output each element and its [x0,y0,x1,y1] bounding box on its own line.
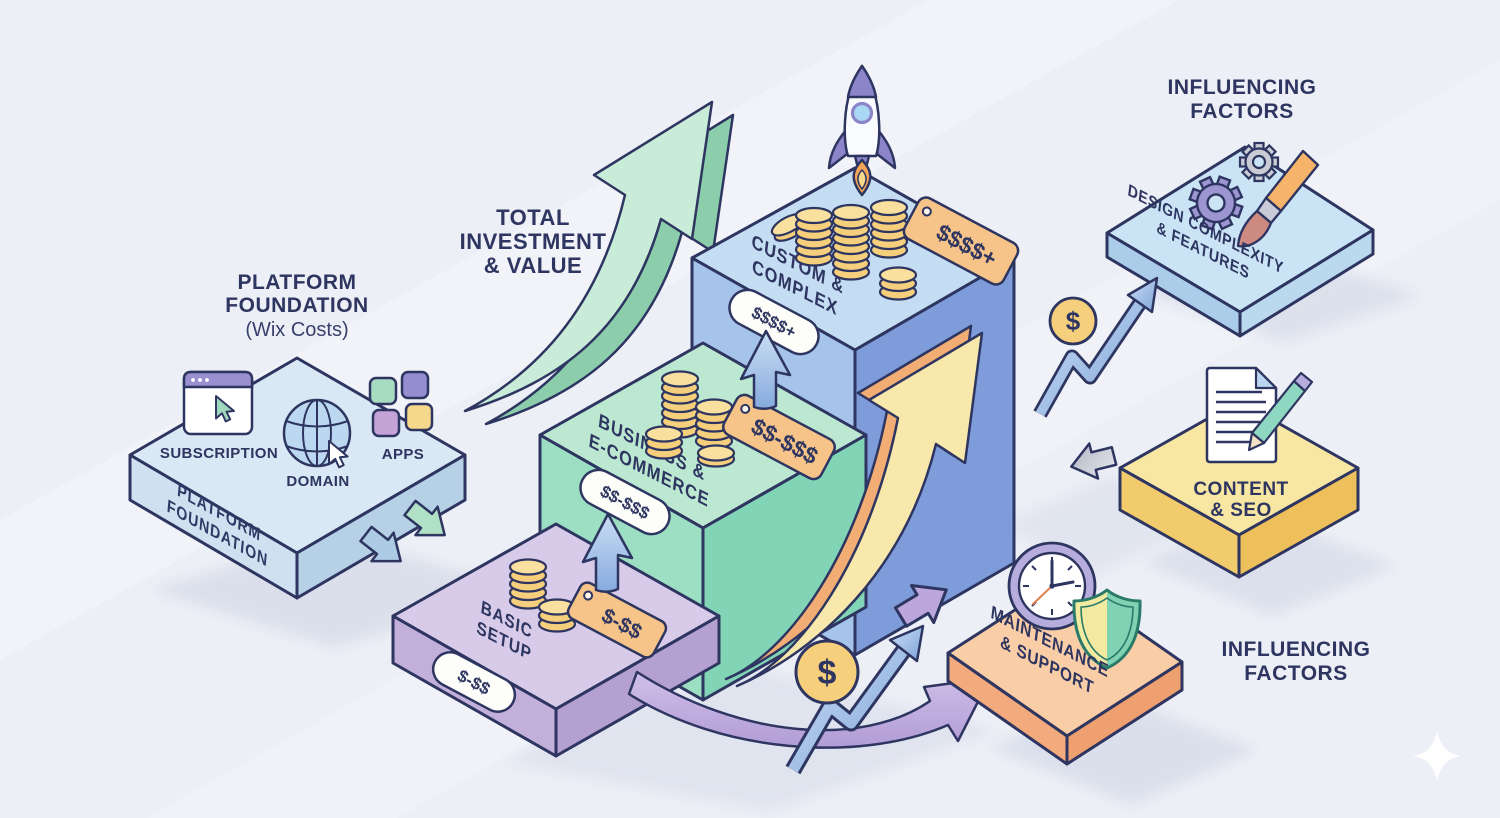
browser-window-icon [182,370,254,436]
influencing-top-line1: INFLUENCING [1168,76,1317,99]
maintenance-platform [946,577,1184,766]
platform-title-line1: PLATFORM [237,271,356,294]
paintbrush-icon [1236,149,1320,248]
apps-grid-icon [368,370,434,438]
influencing-top-line2: FACTORS [1190,100,1293,123]
total-investment-line2: INVESTMENT [460,229,607,254]
apps-label: APPS [382,446,424,463]
price-pill-basic: $-$$ [431,651,517,713]
influencing-bottom-line2: FACTORS [1244,662,1347,685]
value-arrow-yellow [724,324,984,688]
total-investment-line1: TOTAL [496,205,570,230]
dollar-coin-upper: $ [1048,296,1098,346]
trend-arrow-upper [1033,276,1159,418]
sparkle-icon [1413,731,1461,781]
domain-label: DOMAIN [286,473,349,490]
platform-title-line3: (Wix Costs) [245,319,348,341]
dollar-symbol: $ [818,654,837,692]
total-investment-line3: & VALUE [484,253,582,278]
content-platform [1118,399,1360,579]
platform-title-line2: FOUNDATION [225,294,368,317]
pencil-icon [1247,371,1314,452]
price-tag-basic: $-$$ [566,581,668,659]
influencing-bottom-line1: INFLUENCING [1222,638,1371,661]
trend-arrow-bottom [785,624,925,775]
gear-icon [1188,141,1280,231]
rocket-icon [827,64,897,197]
document-icon [1205,366,1314,464]
dollar-symbol: $ [1066,306,1081,336]
cursor-icon [215,395,235,423]
dollar-coin-bottom: $ [794,639,860,705]
subscription-label: SUBSCRIPTION [160,445,278,462]
content-line2: & SEO [1210,500,1272,521]
design-platform [1105,145,1375,338]
globe-icon [282,398,352,469]
shield-icon [1072,588,1142,670]
cursor-icon [327,439,349,469]
growth-arrow [463,100,735,426]
flow-arrow-purple [627,670,992,749]
content-line1: CONTENT [1193,479,1288,500]
